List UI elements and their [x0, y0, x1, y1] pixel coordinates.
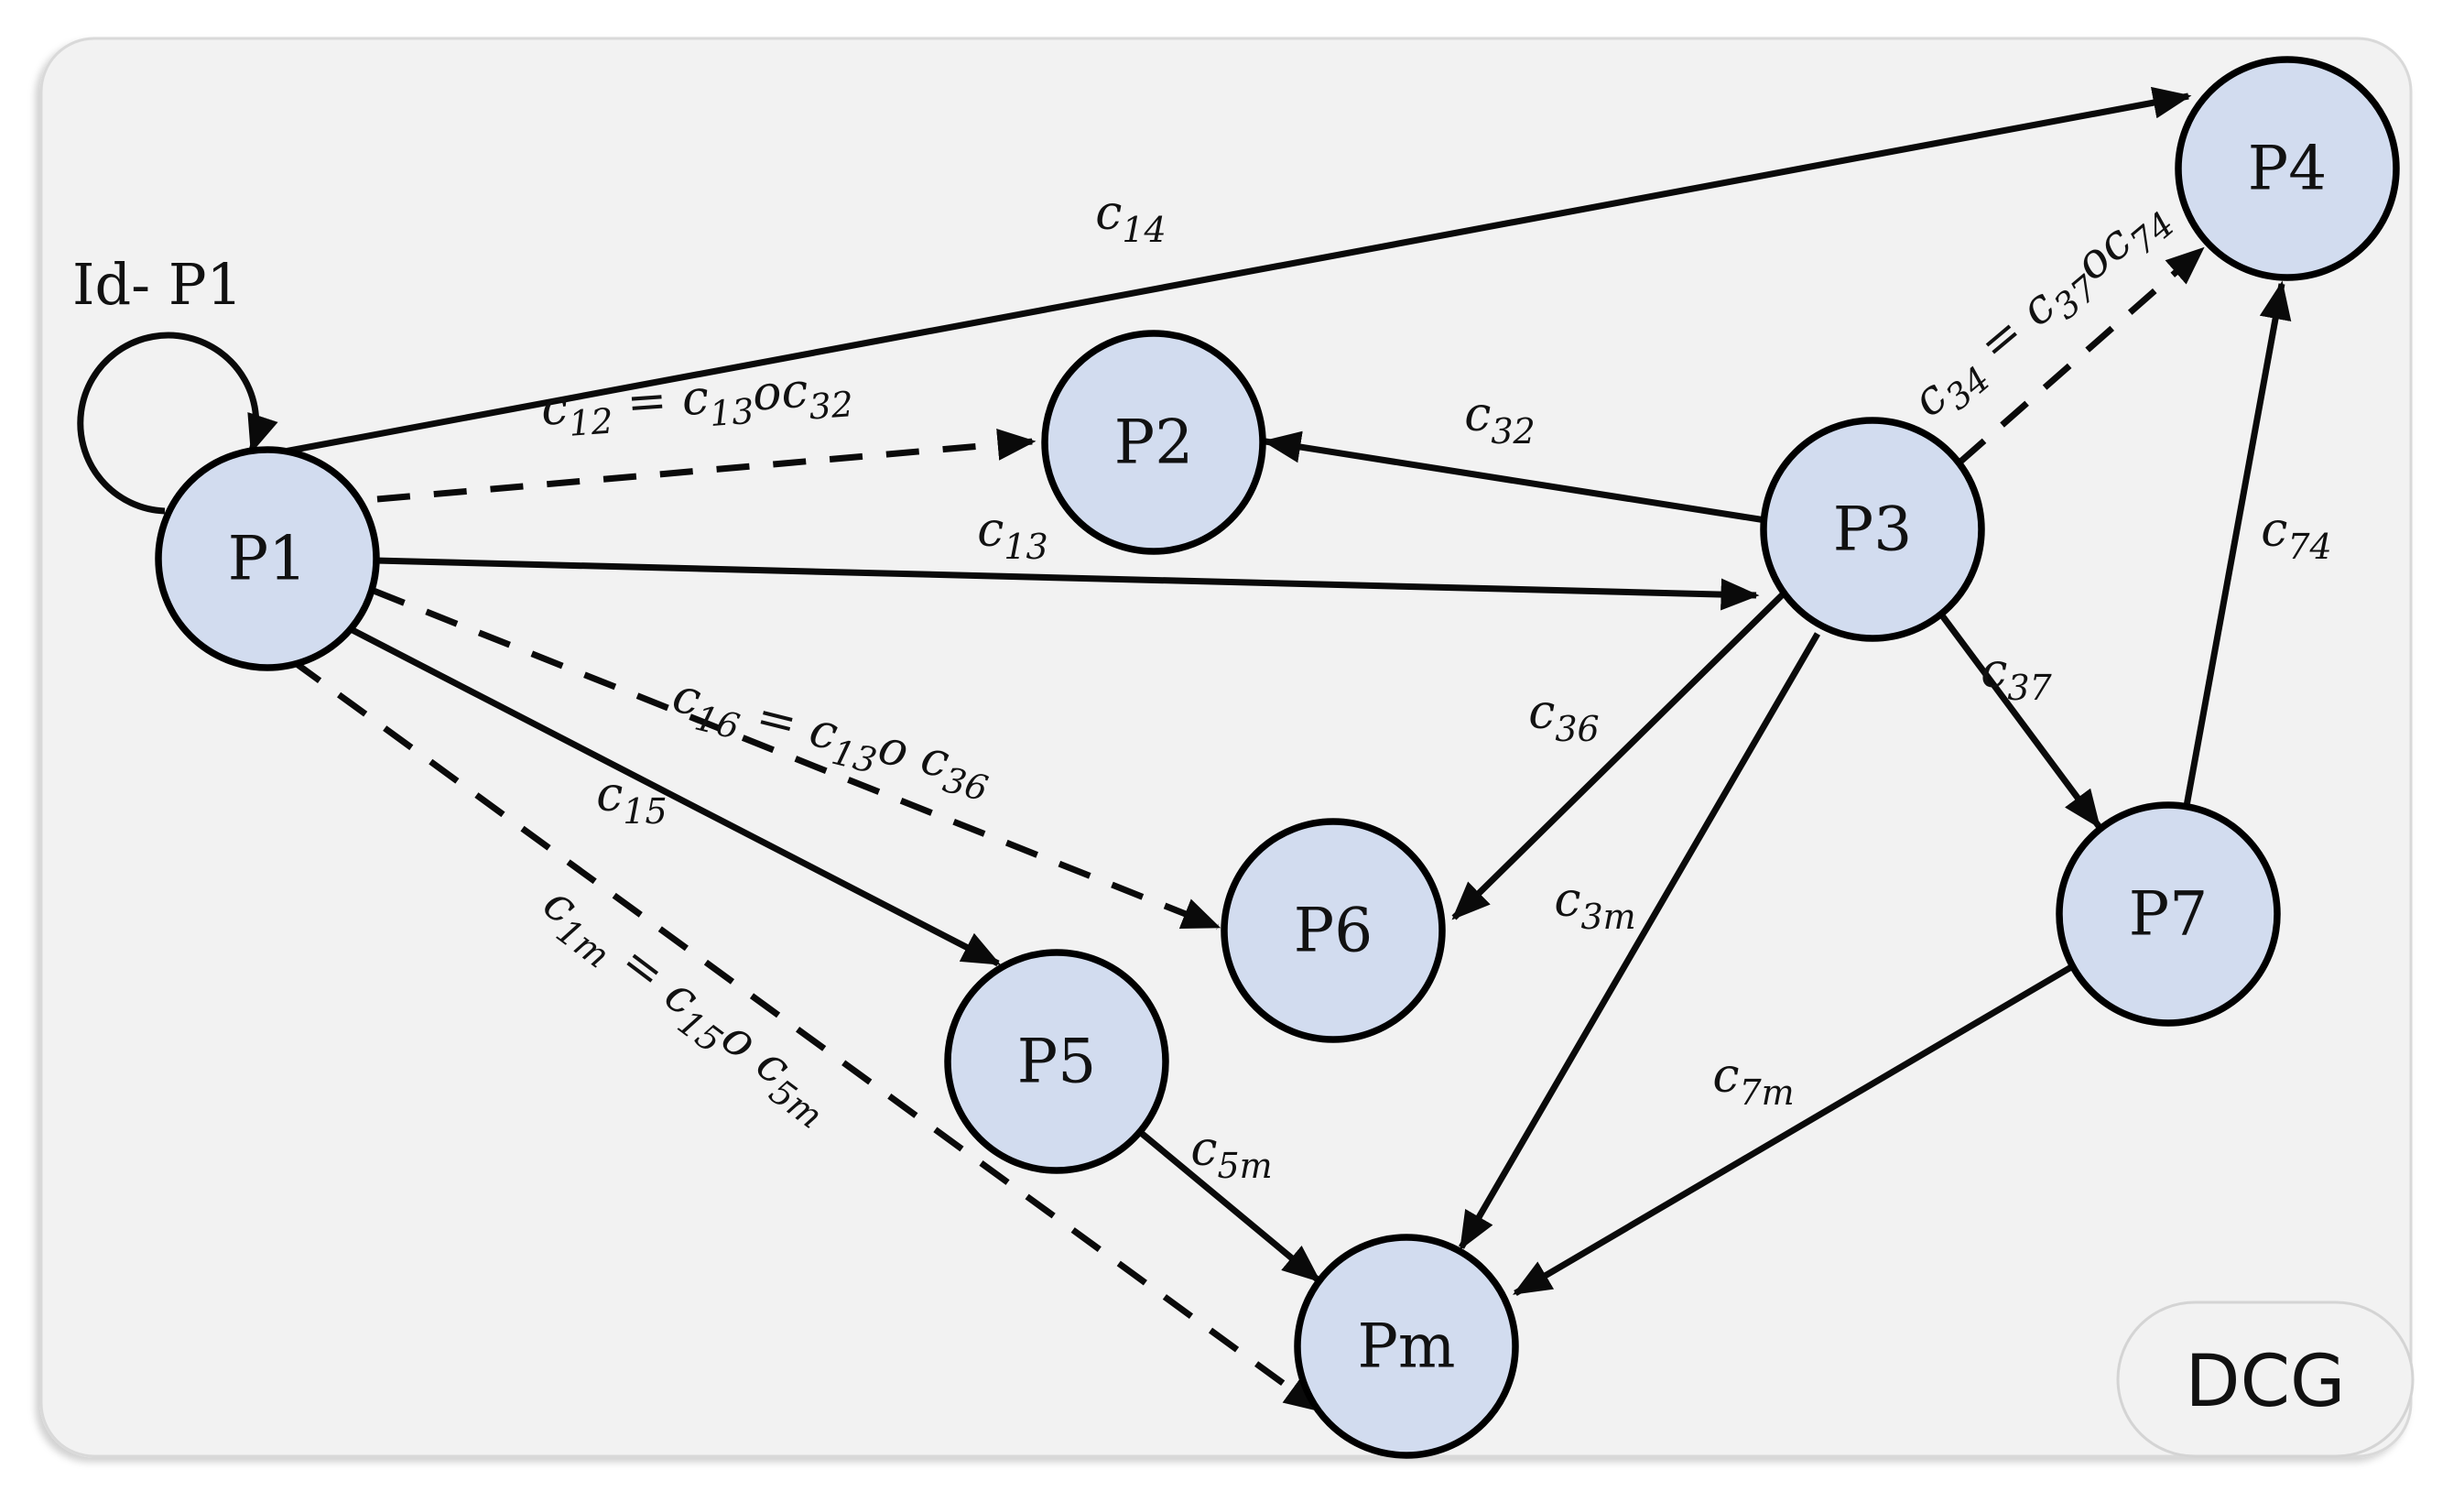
edge-c13: c13: [374, 503, 1760, 611]
edge-line-c37: [1937, 609, 2101, 829]
node-label-Pm: Pm: [1358, 1312, 1456, 1382]
edge-line-c32: [1262, 430, 1766, 524]
edge-label-c3m: c3m: [1554, 873, 1635, 937]
node-label-P4: P4: [2248, 134, 2327, 204]
edge-line-c7m: [1512, 963, 2073, 1297]
node-circle-P7: [2056, 801, 2281, 1027]
node-circle-P3: [1760, 417, 1985, 642]
edge-label-c32: c32: [1464, 387, 1535, 452]
node-circle-P2: [1041, 330, 1266, 555]
node-P2: P2: [1041, 330, 1266, 555]
edge-line-c36: [1451, 591, 1786, 920]
edge-label-c36: c36: [1528, 685, 1599, 749]
edge-c12: c12 = c13oc32: [376, 360, 1037, 503]
edge-c74: c74: [2183, 280, 2332, 807]
edge-label-c13: c13: [977, 503, 1047, 567]
edge-c36: c36: [1451, 591, 1786, 920]
node-P5: P5: [944, 949, 1169, 1174]
edge-label-c7m: c7m: [1712, 1049, 1794, 1113]
edge-line-c5m: [1137, 1129, 1321, 1283]
node-P4: P4: [2175, 56, 2400, 281]
edge-line-c74: [2183, 280, 2292, 807]
edge-label-c12: c12 = c13oc32: [539, 360, 854, 446]
node-label-P7: P7: [2129, 879, 2208, 950]
edge-label-c74: c74: [2261, 503, 2331, 567]
node-P7: P7: [2056, 801, 2281, 1027]
node-label-P3: P3: [1833, 495, 1912, 565]
node-label-P6: P6: [1294, 896, 1373, 966]
node-circle-P5: [944, 949, 1169, 1174]
node-P3: P3: [1760, 417, 1985, 642]
edge-c7m: c7m: [1512, 963, 2073, 1297]
node-label-P1: P1: [228, 524, 307, 594]
edge-label-c5m: c5m: [1190, 1122, 1272, 1186]
node-circle-Pm: [1294, 1234, 1519, 1459]
edge-label-c15: c15: [596, 767, 667, 832]
node-Pm: Pm: [1294, 1234, 1519, 1459]
edge-line-c1m: [290, 658, 1323, 1413]
edge-label-c37: c37: [1981, 644, 2052, 708]
edge-c5m: c5m: [1137, 1122, 1321, 1283]
node-circle-P1: [155, 446, 380, 671]
edge-c32: c32: [1262, 387, 1766, 524]
node-P6: P6: [1221, 818, 1446, 1043]
node-label-P2: P2: [1114, 408, 1193, 478]
dcg-badge-label: DCG: [2186, 1341, 2346, 1423]
edge-line-c14: [274, 86, 2192, 457]
edge-label-c14: c14: [1095, 186, 1166, 250]
edge-line-c16: [372, 587, 1221, 931]
diagram-card: [39, 37, 2413, 1458]
edge-c15: c15: [351, 626, 1002, 967]
edge-line-c3m: [1458, 632, 1821, 1251]
node-P1: P1: [155, 446, 380, 671]
node-label-P5: P5: [1017, 1027, 1096, 1097]
self-loop-label: Id- P1: [72, 251, 243, 318]
node-circle-P6: [1221, 818, 1446, 1043]
edge-c37: c37: [1937, 609, 2101, 829]
edge-c14: c14: [274, 86, 2192, 457]
edge-line-c15: [351, 626, 1002, 967]
edge-c3m: c3m: [1458, 632, 1821, 1251]
edge-line-c13: [374, 557, 1760, 611]
node-circle-P4: [2175, 56, 2400, 281]
dcg-badge: [2116, 1301, 2415, 1458]
self-loop-edge: [77, 332, 278, 515]
